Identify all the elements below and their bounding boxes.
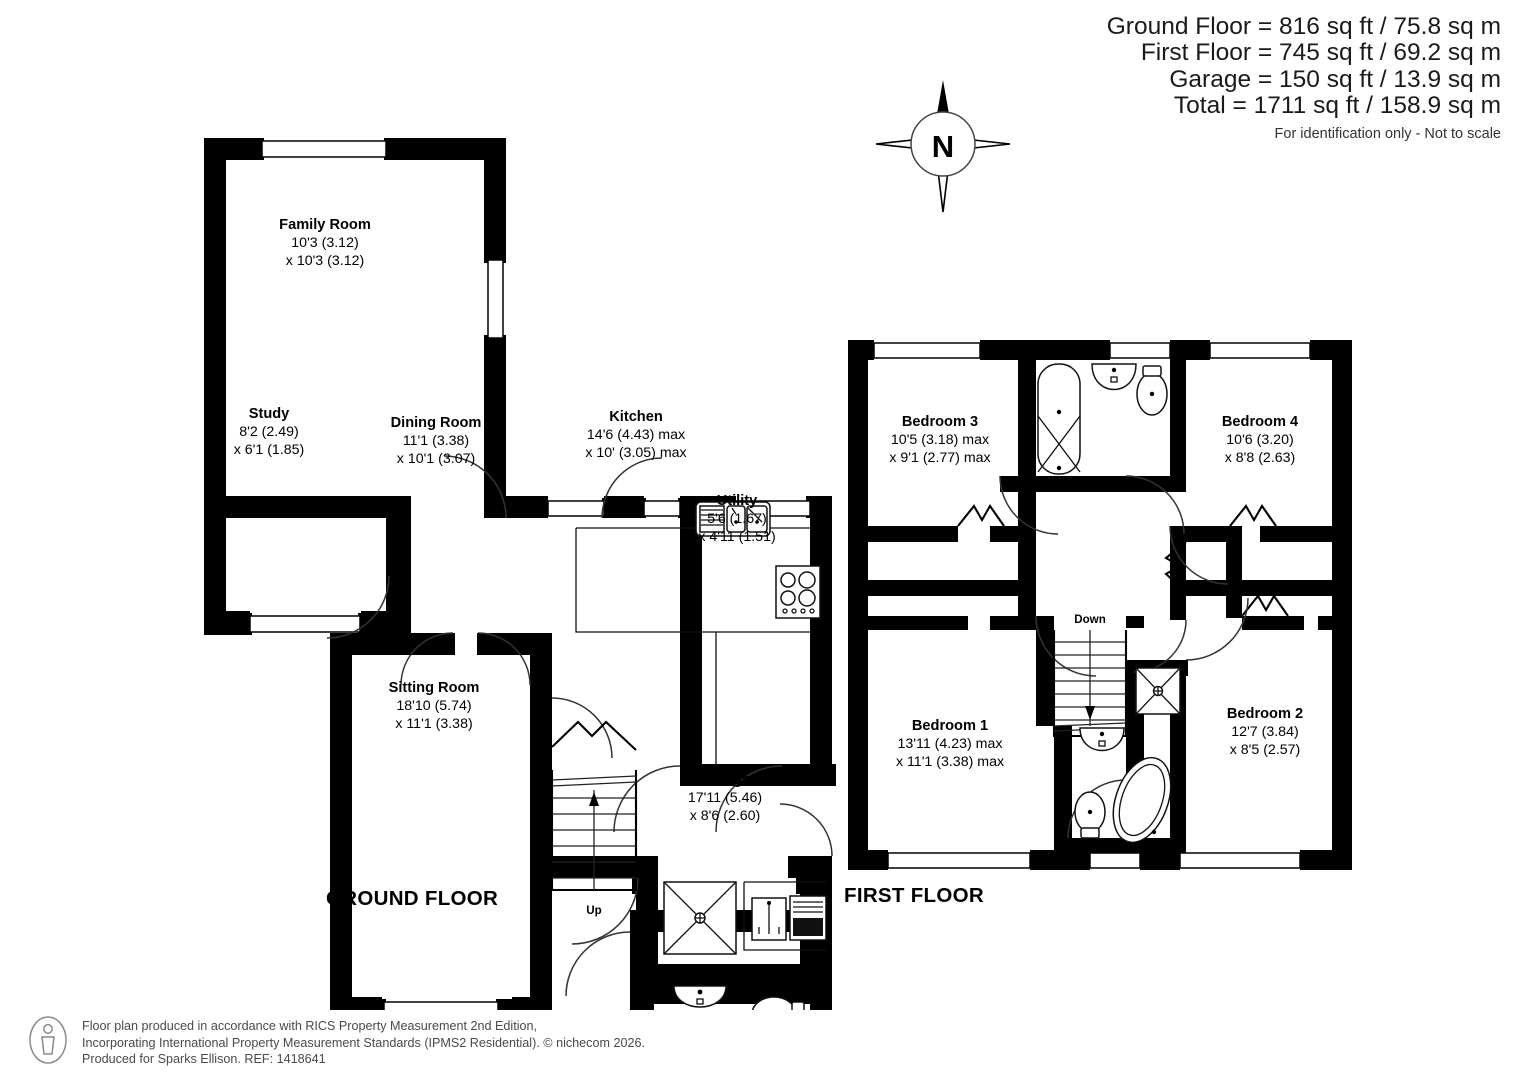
label-study-dim1: 8'2 (2.49) [239,424,299,440]
label-sitting-room-dim1: 18'10 (5.74) [396,698,471,714]
area-line-first: First Floor = 745 sq ft / 69.2 sq m [1140,39,1501,67]
label-sitting-room-name: Sitting Room [389,680,480,696]
utility-fixtures [663,881,827,1010]
footer-line-3: Produced for Sparks Ellison. REF: 141864… [82,1052,326,1067]
staircase-up: Up [550,720,638,917]
kitchen-fixtures [575,501,821,766]
ground-floor-doors [326,455,833,997]
upstairs-basin [1079,727,1125,752]
label-bedroom-1-name: Bedroom 1 [912,718,988,734]
footer: Floor plan produced in accordance with R… [28,1016,645,1068]
label-kitchen-name: Kitchen [609,409,663,425]
label-bedroom-4-dim1: 10'6 (3.20) [1226,432,1293,448]
label-bedroom-4-dim2: x 8'8 (2.63) [1225,450,1296,466]
label-bedroom-2-name: Bedroom 2 [1227,706,1303,722]
window-family-room [261,140,387,158]
first-floor-labels: Bedroom 3 10'5 (3.18) max x 9'1 (2.77) m… [889,414,1303,770]
window-study [249,615,361,633]
label-bedroom-2-dim2: x 8'5 (2.57) [1230,742,1301,758]
area-line-total: Total = 1711 sq ft / 158.9 sq m [1173,92,1501,120]
window-hall [643,500,681,517]
window-sitting-room [383,1001,499,1010]
window-bedroom-3 [873,342,981,359]
label-kitchen-dim1: 14'6 (4.43) max [587,427,685,443]
area-line-ground: Ground Floor = 816 sq ft / 75.8 sq m [1106,13,1501,40]
label-family-room-name: Family Room [279,217,371,233]
label-study-dim2: x 6'1 (1.85) [234,442,305,458]
label-family-room-dim2: x 10'3 (3.12) [286,253,364,269]
label-bedroom-2-dim1: 12'7 (3.84) [1231,724,1298,740]
window-bathroom [1109,342,1171,359]
footer-line-1: Floor plan produced in accordance with R… [82,1018,538,1033]
wardrobe-symbols [957,504,1289,617]
label-family-room-dim1: 10'3 (3.12) [291,235,358,251]
area-summary: Ground Floor = 816 sq ft / 75.8 sq m Fir… [1106,13,1501,142]
label-bedroom-1-dim1: 13'11 (4.23) max [898,736,1003,752]
bath [1037,363,1081,475]
identification-note: For identification only - Not to scale [1274,125,1501,142]
stair-label-up: Up [586,904,601,917]
staircase-down: Down [1052,613,1128,738]
compass-north-label: N [932,129,954,164]
label-dining-room-dim2: x 10'1 (3.07) [397,451,475,467]
bathroom2-fixtures [1074,667,1181,844]
first-floor-plan: Down [844,340,1352,907]
rics-person-icon [29,1016,67,1064]
label-kitchen-dim2: x 10' (3.05) max [585,445,686,461]
bathroom-fixtures [1037,363,1168,475]
label-dining-room-name: Dining Room [391,415,482,431]
label-sitting-room-dim2: x 11'1 (3.38) [395,716,472,732]
window-dining [547,500,605,517]
compass-rose-icon: N [875,80,1011,213]
label-bedroom-3-dim1: 10'5 (3.18) max [891,432,989,448]
window-bedroom-2 [1179,852,1301,869]
bath-upstairs [1112,756,1172,844]
label-study-name: Study [249,406,290,422]
label-utility-name: Utility [717,493,758,509]
cloakroom-basin [673,985,727,1008]
footer-line-2: Incorporating International Property Mea… [82,1035,645,1050]
label-utility-dim1: 5'6 (1.67) [707,511,767,527]
window-bathroom-2 [1089,852,1141,869]
window-bedroom-4 [1209,342,1311,359]
label-bedroom-3-dim2: x 9'1 (2.77) max [889,450,990,466]
window-family-room-side [487,259,504,339]
label-garage-dim2: x 8'6 (2.60) [690,808,761,824]
label-bedroom-1-dim2: x 11'1 (3.38) max [896,754,1004,770]
first-floor-caption: FIRST FLOOR [844,884,984,907]
ground-floor-plan: Up [204,138,836,1010]
area-line-garage: Garage = 150 sq ft / 13.9 sq m [1169,65,1501,93]
ground-floor-labels: Family Room 10'3 (3.12) x 10'3 (3.12) St… [234,217,776,824]
ground-floor-caption: GROUND FLOOR [326,887,498,910]
first-floor-windows [873,342,1311,869]
label-garage-dim1: 17'11 (5.46) [688,790,762,806]
label-utility-dim2: x 4'11 (1.51) [698,529,775,545]
window-bedroom-1 [887,852,1031,869]
ground-floor-windows [249,140,811,1010]
label-bedroom-4-name: Bedroom 4 [1222,414,1299,430]
stair-label-down: Down [1074,613,1106,626]
label-bedroom-3-name: Bedroom 3 [902,414,978,430]
cloakroom-wc [751,996,797,1010]
label-dining-room-dim1: 11'1 (3.38) [403,433,469,449]
label-garage-name: Garage [700,772,750,788]
